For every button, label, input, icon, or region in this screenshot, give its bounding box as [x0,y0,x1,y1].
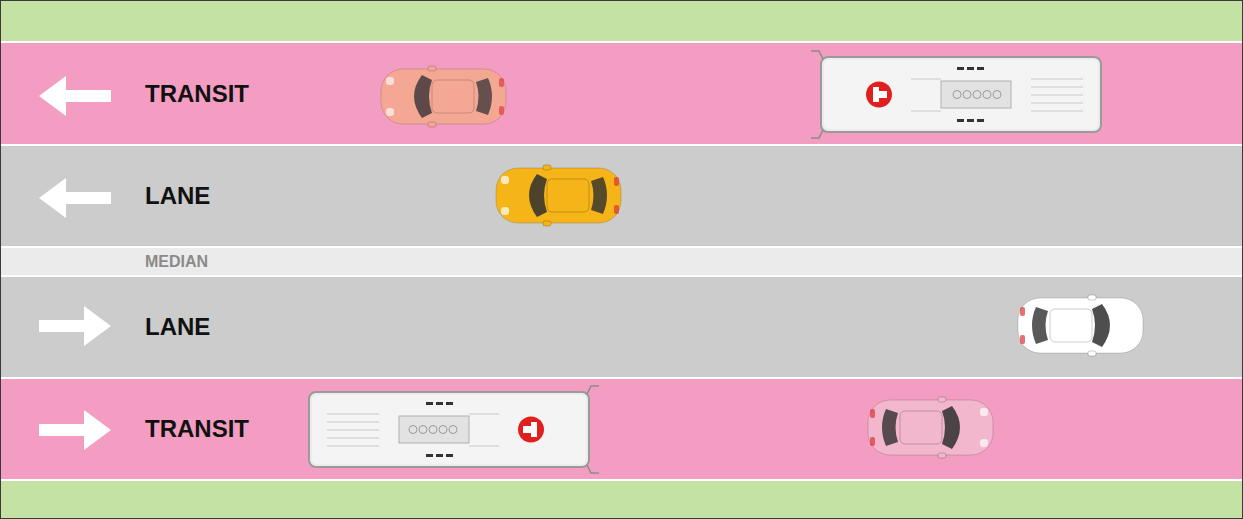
transit-bus [811,51,1101,138]
traffic-lane-band: LANE [1,277,1243,377]
pink-car [868,397,993,458]
lane-label: TRANSIT [145,415,249,443]
left-arrow [39,76,111,116]
median-band: MEDIAN [1,248,1243,275]
transit-lane-band: TRANSIT [1,43,1243,144]
lane-label: MEDIAN [145,253,208,271]
traffic-lane-band: LANE [1,146,1243,246]
transit-lane-band: TRANSIT [1,379,1243,479]
right-arrow [39,410,111,450]
orange-car [381,66,506,127]
right-arrow [39,306,111,346]
band-separators [1,41,1243,481]
transit-bus [309,386,599,473]
vehicles [309,51,1143,473]
lane-label: LANE [145,313,210,341]
yellow-car [496,165,621,226]
direction-arrows [39,76,111,450]
left-arrow [39,178,111,218]
lane-label: TRANSIT [145,80,249,108]
white-car [1018,295,1143,356]
lane-label: LANE [145,182,210,210]
